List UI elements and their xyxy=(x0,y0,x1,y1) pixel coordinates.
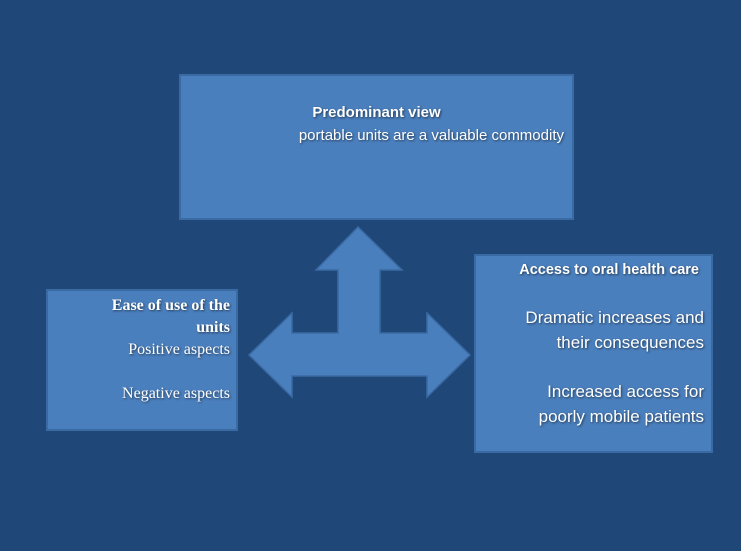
ease-of-use-title-line2: units xyxy=(196,319,230,336)
dramatic-increases-line1: Dramatic increases and xyxy=(525,308,704,327)
ease-of-use-text: Ease of use of the units Positive aspect… xyxy=(50,295,230,405)
access-to-care-title: Access to oral health care xyxy=(519,262,699,278)
negative-aspects-label: Negative aspects xyxy=(122,385,230,402)
increased-access-line1: Increased access for xyxy=(547,382,704,401)
access-to-care-text: Dramatic increases and their consequence… xyxy=(478,305,704,429)
dramatic-increases-line2: their consequences xyxy=(556,333,704,352)
positive-aspects-label: Positive aspects xyxy=(128,341,230,358)
increased-access-line2: poorly mobile patients xyxy=(538,407,704,426)
ease-of-use-title-line1: Ease of use of the xyxy=(111,297,230,314)
three-way-arrow-shape xyxy=(247,225,472,399)
access-to-care-box: Access to oral health care Dramatic incr… xyxy=(474,254,713,453)
predominant-view-box: Predominant view portable units are a va… xyxy=(179,74,574,220)
predominant-view-subtitle: portable units are a valuable commodity xyxy=(298,127,564,144)
predominant-view-title: Predominant view xyxy=(312,104,441,121)
ease-of-use-box: Ease of use of the units Positive aspect… xyxy=(46,289,238,431)
